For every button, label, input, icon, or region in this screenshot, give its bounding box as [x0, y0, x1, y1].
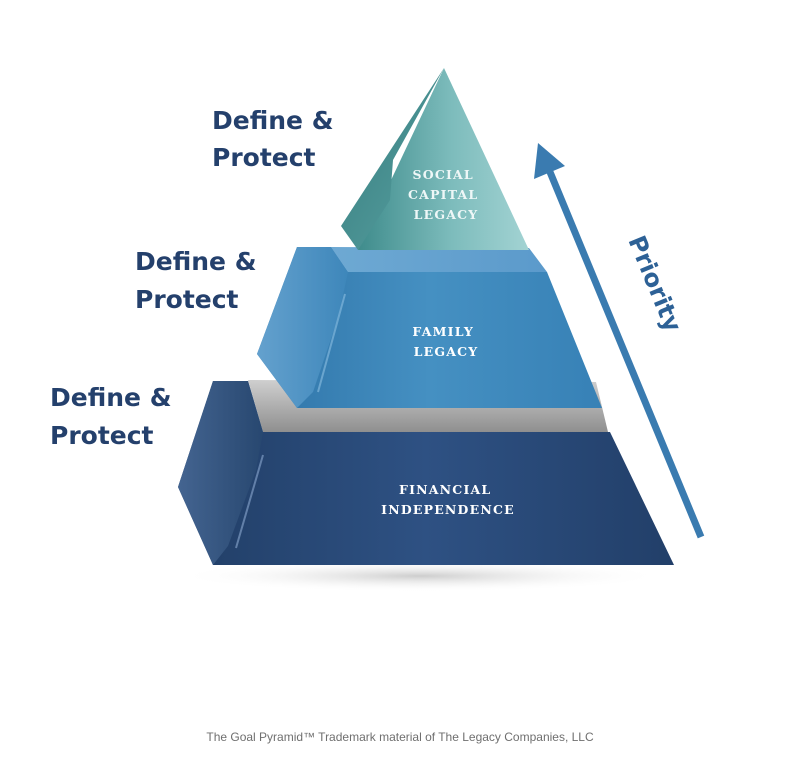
tier-bottom-label: FINANCIAL INDEPENDENCE	[381, 482, 515, 517]
tier-middle-label: FAMILY LEGACY	[412, 324, 479, 359]
tier-bottom-front	[178, 381, 674, 565]
side-label-top-line1: Define &	[212, 106, 334, 135]
side-label-bottom-line1: Define &	[50, 383, 172, 412]
tier-bottom-highlight	[235, 454, 264, 549]
tier-middle-left-face	[257, 247, 348, 408]
side-label-bottom-line2: Protect	[50, 421, 154, 450]
tier-top-label-line3: LEGACY	[414, 207, 479, 222]
side-label-middle-line1: Define &	[135, 247, 257, 276]
side-label-top: Define & Protect	[212, 106, 342, 172]
side-label-middle-line2: Protect	[135, 285, 239, 314]
tier-top-left-face	[341, 68, 444, 250]
tier-top-front	[358, 68, 529, 250]
tier-bottom-left-face	[178, 381, 263, 565]
pyramid-shadow	[175, 560, 665, 592]
priority-label: Priority	[622, 232, 687, 337]
side-label-top-line2: Protect	[212, 143, 316, 172]
tier-top-label-line1: SOCIAL	[413, 167, 474, 182]
priority-arrow-head-icon	[534, 143, 565, 179]
tier-bottom-label-line2: INDEPENDENCE	[381, 502, 515, 517]
tier-middle-highlight	[317, 293, 346, 393]
side-label-bottom: Define & Protect	[50, 383, 180, 450]
tier-top-label: SOCIAL CAPITAL LEGACY	[408, 167, 484, 222]
tier-top-label-line2: CAPITAL	[408, 187, 478, 202]
tier-bottom-label-line1: FINANCIAL	[399, 482, 491, 497]
side-label-middle: Define & Protect	[135, 247, 265, 314]
tier-middle-label-line1: FAMILY	[412, 324, 474, 339]
priority-arrow	[534, 143, 705, 539]
trademark-caption: The Goal Pyramid™ Trademark material of …	[206, 730, 594, 744]
tier-family-legacy: FAMILY LEGACY	[257, 247, 602, 408]
tier-middle-top-face	[331, 247, 547, 272]
tier-middle-label-line2: LEGACY	[414, 344, 479, 359]
priority-arrow-shaft	[546, 170, 705, 539]
tier-social-capital-legacy: SOCIAL CAPITAL LEGACY	[341, 68, 529, 250]
